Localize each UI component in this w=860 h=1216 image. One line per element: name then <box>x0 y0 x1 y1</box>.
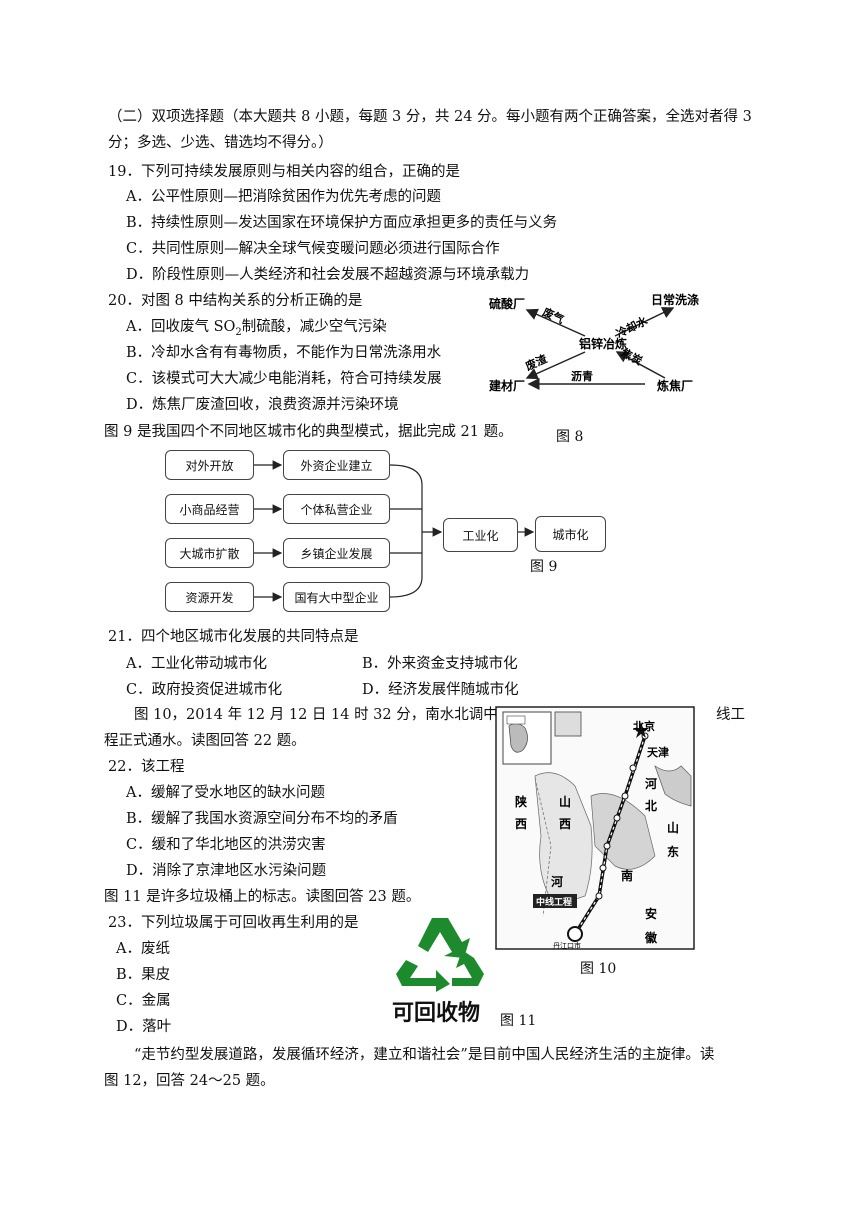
fig10-caption: 图 10 <box>580 961 617 977</box>
fig10-label-shaan: 陕 <box>515 794 527 809</box>
q23-option-d: D．落叶 <box>116 1019 172 1035</box>
figure-9-connectors <box>254 460 535 602</box>
fig10-label-he-1: 河 <box>644 776 657 791</box>
fig9-industrialization-box: 工业化 <box>443 518 518 552</box>
fig8-arrow-asphalt: 沥青 <box>571 369 593 383</box>
closing-line1: “走节约型发展道路，发展循环经济，建立和谐社会”是目前中国人民经济生活的主旋律。… <box>134 1047 715 1063</box>
fig9-caption: 图 9 <box>530 559 558 575</box>
fig10-label-shan-2: 山 <box>667 820 679 835</box>
fig9-urbanization-box: 城市化 <box>535 516 606 552</box>
q21-option-a: A．工业化带动城市化 <box>126 656 267 672</box>
fig10-label-xi-2: 西 <box>559 817 571 831</box>
q22-option-c: C．缓和了华北地区的洪涝灾害 <box>126 837 326 853</box>
q20-option-a: A．回收废气 SO2制硫酸，减少空气污染 <box>126 319 387 338</box>
fig8-arrow-cooling-water: 冷却水 <box>614 313 651 340</box>
closing-line2: 图 12，回答 24～25 题。 <box>104 1073 275 1089</box>
fig11-intro: 图 11 是许多垃圾桶上的标志。读图回答 23 题。 <box>104 889 421 905</box>
fig8-node-bottom-left: 建材厂 <box>488 378 525 393</box>
q21-option-b: B．外来资金支持城市化 <box>362 656 518 672</box>
q19-option-d: D．阶段性原则—人类经济和社会发展不超越资源与环境承载力 <box>126 267 530 283</box>
q19-option-b: B．持续性原则—发达国家在环境保护方面应承担更多的责任与义务 <box>126 215 558 231</box>
q23-option-a: A．废纸 <box>116 941 170 957</box>
section-header-line1: （二）双项选择题（本大题共 8 小题，每题 3 分，共 24 分。每小题有两个正… <box>108 109 752 125</box>
fig11-caption: 图 11 <box>500 1013 537 1029</box>
fig10-label-dong: 东 <box>667 844 679 859</box>
fig8-arrow-waste-gas: 废气 <box>540 305 566 327</box>
fig9-middle-box-2: 个体私营企业 <box>283 494 390 524</box>
q19-stem: 19．下列可持续发展原则与相关内容的组合，正确的是 <box>108 164 460 180</box>
fig10-label-route: 中线工程 <box>536 896 572 908</box>
fig10-label-bei: 北 <box>645 798 657 813</box>
fig10-label-shan-1: 山 <box>559 794 571 809</box>
fig11-label: 可回收物 <box>392 1001 481 1026</box>
fig10-label-tianjin: 天津 <box>647 745 669 759</box>
fig9-left-box-4: 资源开发 <box>165 582 254 612</box>
q20-stem: 20．对图 8 中结构关系的分析正确的是 <box>108 293 363 309</box>
fig9-middle-box-4: 国有大中型企业 <box>283 582 390 612</box>
q20-option-c: C．该模式可大大减少电能消耗，符合可持续发展 <box>126 371 442 387</box>
recycle-icon <box>396 918 484 992</box>
q21-option-c: C．政府投资促进城市化 <box>126 682 283 698</box>
fig9-middle-box-1: 外资企业建立 <box>283 450 390 480</box>
q21-option-d: D．经济发展伴随城市化 <box>362 682 519 698</box>
q22-option-a: A．缓解了受水地区的缺水问题 <box>126 785 325 801</box>
q20-option-b: B．冷却水含有有毒物质，不能作为日常洗涤用水 <box>126 345 442 361</box>
q22-option-d: D．消除了京津地区水污染问题 <box>126 863 327 879</box>
fig9-left-box-3: 大城市扩散 <box>165 538 254 568</box>
q20-option-d: D．炼焦厂废渣回收，浪费资源并污染环境 <box>126 397 399 413</box>
figure-10-map: 北京 天津 陕 西 山 西 河 北 山 东 河 南 安 徽 中线工程 丹江口市 <box>495 706 695 950</box>
q23-option-b: B．果皮 <box>116 967 171 983</box>
fig10-label-xi-1: 西 <box>515 817 527 831</box>
q22-intro-line2: 程正式通水。读图回答 22 题。 <box>104 733 306 749</box>
q23-stem: 23．下列垃圾属于可回收再生利用的是 <box>108 915 359 931</box>
q22-option-b: B．缓解了我国水资源空间分布不均的矛盾 <box>126 811 398 827</box>
q23-option-c: C．金属 <box>116 993 171 1009</box>
fig10-label-hui: 徽 <box>644 930 658 945</box>
fig8-node-top-left: 硫酸厂 <box>489 296 525 311</box>
q21-stem: 21．四个地区城市化发展的共同特点是 <box>108 629 359 645</box>
fig10-label-beijing: 北京 <box>633 719 655 733</box>
q22-intro-line1: 图 10，2014 年 12 月 12 日 14 时 32 分，南水北调中 <box>134 707 498 723</box>
fig10-label-nan: 南 <box>621 868 633 883</box>
fig8-node-bottom-right: 炼焦厂 <box>657 378 693 393</box>
fig9-left-box-1: 对外开放 <box>165 450 254 480</box>
section-header-line2: 分；多选、少选、错选均不得分。） <box>108 135 333 151</box>
fig8-node-top-right: 日常洗涤 <box>651 292 699 307</box>
fig10-label-an: 安 <box>645 906 657 921</box>
q19-option-a: A．公平性原则—把消除贫困作为优先考虑的问题 <box>126 189 441 205</box>
q22-stem: 22．该工程 <box>108 759 185 775</box>
fig10-label-he-2: 河 <box>550 874 563 889</box>
q22-intro-line1-tail: 线工 <box>716 707 745 723</box>
fig9-left-box-2: 小商品经营 <box>165 494 254 524</box>
fig10-label-danjiangkou: 丹江口市 <box>553 941 581 950</box>
fig8-caption: 图 8 <box>556 429 584 445</box>
figure-8-diagram: 铝锌冶炼 硫酸厂 日常洗涤 建材厂 炼焦厂 废气 冷却水 废渣 焦炭 沥青 <box>488 292 699 393</box>
fig9-middle-box-3: 乡镇企业发展 <box>283 538 390 568</box>
q19-option-c: C．共同性原则—解决全球气候变暖问题必须进行国际合作 <box>126 241 500 257</box>
fig9-intro: 图 9 是我国四个不同地区城市化的典型模式，据此完成 21 题。 <box>104 424 513 440</box>
fig8-center: 铝锌冶炼 <box>579 336 627 351</box>
